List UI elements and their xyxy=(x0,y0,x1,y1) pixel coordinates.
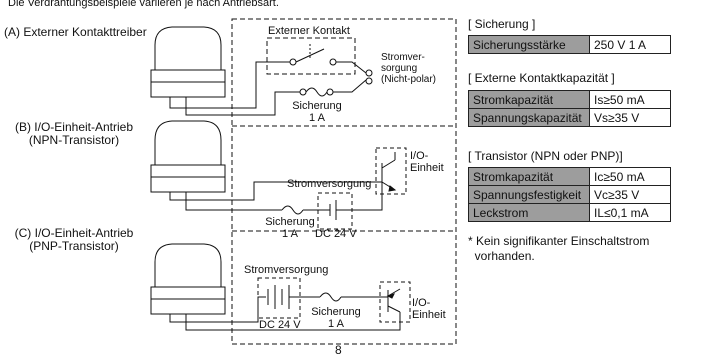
wiring-note: Die Verdrahtungsbeispiele variieren je n… xyxy=(8,0,279,9)
fuse-table: Sicherungsstärke 250 V 1 A xyxy=(468,35,671,54)
label-a: (A) Externer Kontakttreiber xyxy=(4,25,147,39)
table-value: Vs≥35 V xyxy=(589,108,671,127)
table-row: Stromkapazität Ic≥50 mA xyxy=(468,167,671,186)
wire-c-top xyxy=(169,296,266,323)
fuse-label-c: Sicherung 1 A xyxy=(311,306,361,330)
contact-table-title: [ Externe Kontaktkapazität ] xyxy=(468,71,615,85)
supply-label-a: Stromver- sorgung (Nicht-polar) xyxy=(381,52,437,85)
fuse-label-b: Sicherung 1 A xyxy=(265,216,315,240)
external-contact-box xyxy=(266,37,356,75)
io-unit-box-b xyxy=(375,147,407,195)
switch-terminal-left xyxy=(289,58,297,66)
signal-lamp-a xyxy=(150,26,226,98)
supply-terminal-2 xyxy=(365,77,373,85)
io-label-b: I/O- Einheit xyxy=(410,150,444,174)
wire-a-bottom xyxy=(185,91,300,116)
table-row: Leckstrom IL≤0,1 mA xyxy=(468,203,671,222)
contact-table: Stromkapazität Is≥50 mA Spannungskapazit… xyxy=(468,90,671,127)
dc-label-b: DC 24 V xyxy=(315,228,357,240)
transistor-table: Stromkapazität Ic≥50 mA Spannungsfestigk… xyxy=(468,167,671,222)
dashed-enclosure xyxy=(231,18,457,345)
transistor-table-title: [ Transistor (NPN oder PNP)] xyxy=(468,149,623,163)
supply-terminal-1 xyxy=(365,69,373,77)
dc-label-c: DC 24 V xyxy=(259,319,301,331)
signal-lamp-c xyxy=(150,243,226,315)
switch-terminal-right xyxy=(329,58,337,66)
table-value: Vc≥35 V xyxy=(589,185,671,204)
table-key: Leckstrom xyxy=(468,203,590,222)
wire-c-bottom xyxy=(185,312,401,331)
supply-label-b: Stromversorgung xyxy=(287,178,372,190)
table-row: Spannungskapazität Vs≥35 V xyxy=(468,108,671,127)
fuse-table-title: [ Sicherung ] xyxy=(468,17,536,31)
label-c: (C) I/O-Einheit-Antrieb (PNP-Transistor) xyxy=(14,226,134,253)
table-value: Is≥50 mA xyxy=(589,90,671,109)
table-value: IL≤0,1 mA xyxy=(589,203,671,222)
external-contact-label: Externer Kontakt xyxy=(268,25,350,37)
dc-supply-box-b xyxy=(317,192,353,230)
fuse-a xyxy=(305,87,328,97)
signal-lamp-b xyxy=(150,120,226,193)
label-b: (B) I/O-Einheit-Antrieb (NPN-Transistor) xyxy=(14,120,134,147)
supply-label-c: Stromversorgung xyxy=(244,264,329,276)
wire-a-fuse-right xyxy=(333,79,367,93)
io-unit-box-c xyxy=(379,281,411,323)
table-key: Spannungsfestigkeit xyxy=(468,185,590,204)
table-value: Ic≥50 mA xyxy=(589,167,671,186)
table-row: Sicherungsstärke 250 V 1 A xyxy=(468,35,671,54)
fuse-label-a: Sicherung 1 A xyxy=(292,100,342,124)
dc-supply-box-c xyxy=(257,277,301,319)
wire-b-bottom xyxy=(185,192,282,211)
table-key: Stromkapazität xyxy=(468,167,590,186)
table-value: 250 V 1 A xyxy=(589,35,671,54)
footnote: * Kein signifikanter Einschaltstrom vorh… xyxy=(468,234,650,263)
table-row: Stromkapazität Is≥50 mA xyxy=(468,90,671,109)
switch-blade xyxy=(295,48,325,63)
fuse-b xyxy=(281,205,304,215)
fuse-c xyxy=(319,292,342,302)
table-key: Stromkapazität xyxy=(468,90,590,109)
table-key: Spannungskapazität xyxy=(468,108,590,127)
table-row: Spannungsfestigkeit Vc≥35 V xyxy=(468,185,671,204)
page-number: 8 xyxy=(335,343,342,357)
io-label-c: I/O- Einheit xyxy=(412,297,446,321)
table-key: Sicherungsstärke xyxy=(468,35,590,54)
wire-a-right xyxy=(336,61,367,74)
wire-b-top xyxy=(169,181,382,201)
